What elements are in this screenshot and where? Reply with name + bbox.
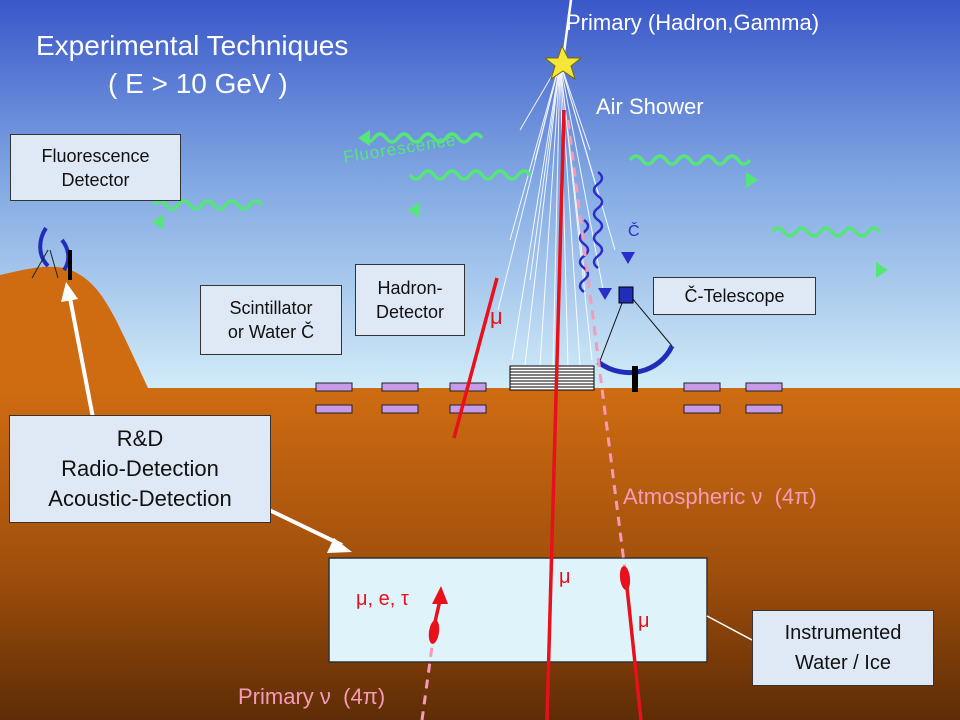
fluorescence-waves: [152, 132, 882, 238]
fluorescence-detector-line2: Detector: [61, 169, 130, 190]
primary-top-label: Primary (Hadron,Gamma): [566, 10, 820, 35]
arrowhead-right: [327, 538, 352, 553]
primary-nu-label: Primary ν (4π): [238, 684, 386, 709]
muon-upper-label: μ: [490, 304, 503, 329]
scintillator-line2: or Water Č: [227, 322, 315, 342]
cherenkov-small-label: Č: [628, 223, 640, 240]
hadron-detector-box: Hadron- Detector: [355, 264, 465, 336]
atmospheric-nu-label: Atmospheric ν (4π): [623, 484, 817, 509]
title-line1: Experimental Techniques: [36, 30, 349, 61]
fluorescence-detector-dish: [31, 226, 72, 280]
star-icon: [543, 44, 583, 81]
title-line2: ( E > 10 GeV ): [108, 68, 288, 99]
interaction-vertex-2: [428, 620, 440, 644]
hadron-detector-line2: Detector: [375, 302, 445, 322]
cherenkov-arrowheads: [598, 252, 635, 300]
lepton-arrowhead: [432, 586, 448, 604]
hadron-detector-block: [509, 365, 595, 391]
fluorescence-detector-line1: Fluorescence: [41, 145, 150, 166]
leptons-label: μ, e, τ: [356, 588, 409, 610]
fluorescence-detector-box: Fluorescence Detector: [10, 134, 181, 201]
arrowhead-up: [61, 282, 78, 302]
air-shower-label: Air Shower: [596, 94, 704, 119]
instrumented-line1: Instrumented: [784, 622, 902, 644]
c-telescope: [596, 286, 675, 392]
scintillator-box: Scintillator or Water Č: [200, 285, 342, 355]
rnd-line2: Radio-Detection: [61, 456, 219, 481]
rnd-arrows: [68, 297, 343, 547]
scintillator-line1: Scintillator: [229, 298, 313, 318]
instrumented-box: Instrumented Water / Ice: [752, 610, 934, 686]
muon-box-label-2: μ: [638, 610, 650, 632]
rnd-line3: Acoustic-Detection: [48, 486, 232, 511]
instrumented-line2: Water / Ice: [795, 652, 891, 674]
rnd-box: R&D Radio-Detection Acoustic-Detection: [9, 415, 271, 523]
particle-tracks: [452, 109, 643, 720]
neutrino-tracks: [420, 119, 628, 720]
hadron-detector-line1: Hadron-: [377, 278, 443, 298]
muon-box-label-1: μ: [559, 566, 571, 588]
instrumented-pointer: [706, 615, 753, 641]
c-telescope-line1: Č-Telescope: [684, 286, 785, 306]
instrumented-volume: [328, 557, 708, 663]
fluorescence-arrowheads: [152, 130, 888, 278]
rnd-line1: R&D: [116, 426, 164, 451]
interaction-vertex-1: [619, 566, 631, 590]
c-telescope-box: Č-Telescope: [653, 277, 816, 315]
